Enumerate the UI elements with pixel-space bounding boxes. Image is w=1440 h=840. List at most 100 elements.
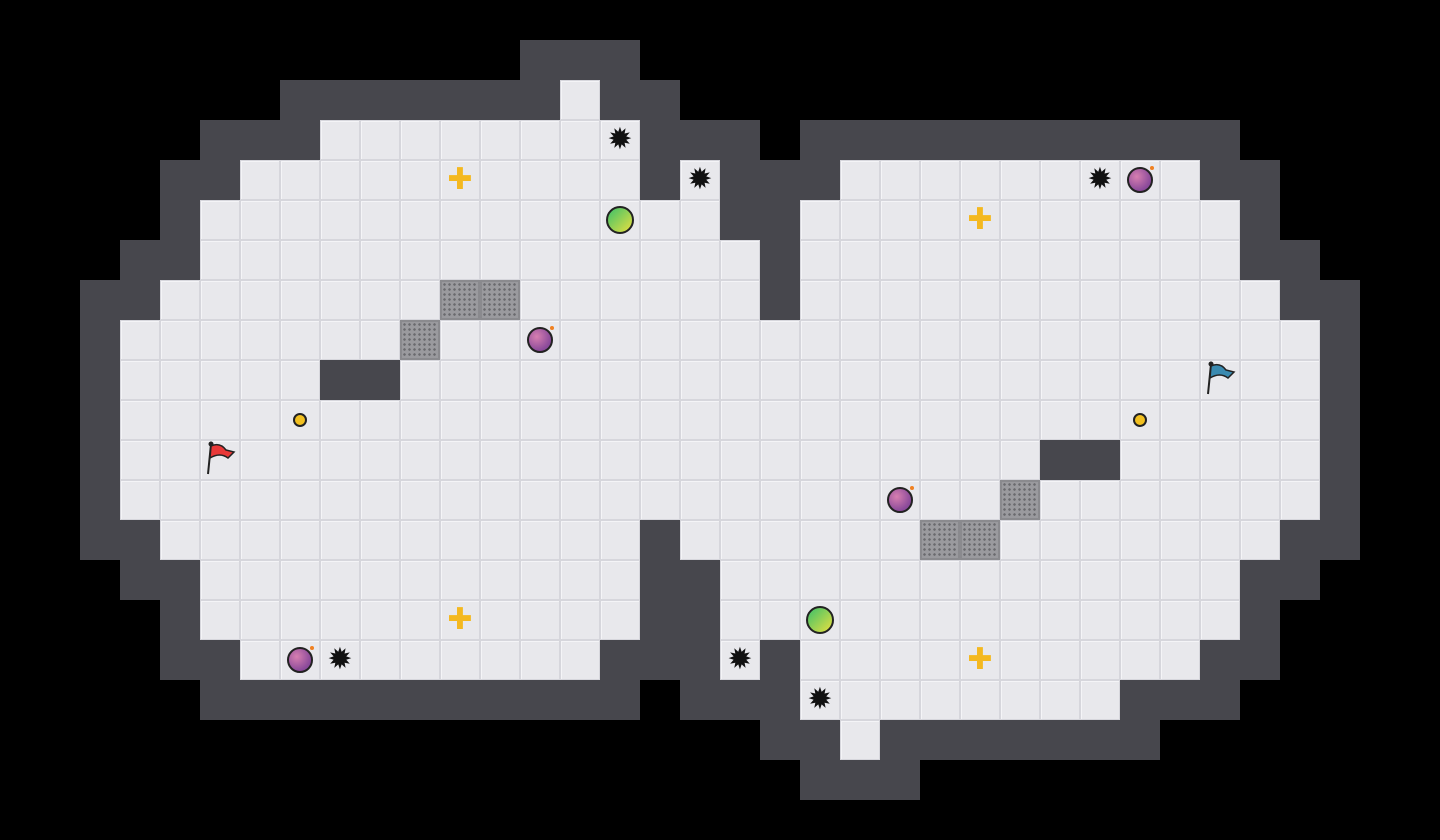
floor-tile [680, 320, 720, 360]
floor-tile [200, 600, 240, 640]
floor-tile [280, 240, 320, 280]
floor-tile [600, 600, 640, 640]
floor-tile [680, 520, 720, 560]
bomb-icon-graphic [287, 646, 314, 673]
floor-tile [1200, 440, 1240, 480]
floor-tile [1200, 200, 1240, 240]
floor-tile [920, 320, 960, 360]
floor-tile [680, 360, 720, 400]
floor-tile [760, 480, 800, 520]
wall-tile [880, 720, 920, 760]
floor-tile [640, 360, 680, 400]
floor-tile [720, 560, 760, 600]
wall-tile [960, 120, 1000, 160]
metal-grate-block [440, 280, 480, 320]
wall-tile [1280, 560, 1320, 600]
floor-tile [600, 440, 640, 480]
metal-grate-block [1000, 480, 1040, 520]
move-cross-icon[interactable]: ✚ [440, 160, 480, 200]
wall-tile [800, 160, 840, 200]
floor-tile [1200, 240, 1240, 280]
floor-tile [280, 160, 320, 200]
floor-tile [320, 640, 360, 680]
floor-tile [800, 560, 840, 600]
saw-gear-icon[interactable]: ✹ [800, 680, 840, 720]
floor-tile [840, 400, 880, 440]
floor-tile [560, 120, 600, 160]
wall-tile [240, 120, 280, 160]
bomb-icon[interactable] [1120, 160, 1160, 200]
wall-tile [560, 680, 600, 720]
floor-tile [1200, 280, 1240, 320]
coin-icon[interactable] [280, 400, 320, 440]
floor-tile [1160, 640, 1200, 680]
floor-tile [400, 280, 440, 320]
floor-tile [160, 320, 200, 360]
wall-tile [1280, 280, 1320, 320]
wall-tile [400, 80, 440, 120]
saw-gear-icon[interactable]: ✹ [1080, 160, 1120, 200]
bomb-icon[interactable] [880, 480, 920, 520]
wall-tile [80, 400, 120, 440]
bomb-icon-graphic [887, 486, 914, 513]
floor-tile [1160, 200, 1200, 240]
floor-tile [480, 360, 520, 400]
coin-icon-graphic [293, 413, 307, 427]
bomb-icon-graphic [1127, 166, 1154, 193]
floor-tile [160, 480, 200, 520]
floor-tile [680, 200, 720, 240]
bomb-icon[interactable] [520, 320, 560, 360]
floor-tile [800, 400, 840, 440]
saw-gear-icon[interactable]: ✹ [600, 120, 640, 160]
floor-tile [160, 360, 200, 400]
floor-tile [320, 240, 360, 280]
wall-tile [1240, 200, 1280, 240]
floor-tile [600, 240, 640, 280]
floor-tile [560, 160, 600, 200]
floor-tile [200, 240, 240, 280]
floor-tile [1000, 400, 1040, 440]
floor-tile [800, 520, 840, 560]
bomb-icon[interactable] [280, 640, 320, 680]
wall-tile [200, 640, 240, 680]
move-cross-icon[interactable]: ✚ [960, 640, 1000, 680]
wall-tile [600, 640, 640, 680]
floor-tile [600, 120, 640, 160]
floor-tile [760, 600, 800, 640]
floor-tile [360, 120, 400, 160]
floor-tile [560, 320, 600, 360]
coin-icon[interactable] [1120, 400, 1160, 440]
wall-tile [1080, 120, 1120, 160]
floor-tile [1280, 320, 1320, 360]
wall-tile [360, 80, 400, 120]
floor-tile [1160, 600, 1200, 640]
floor-tile [120, 440, 160, 480]
saw-gear-icon[interactable]: ✹ [720, 640, 760, 680]
floor-tile [400, 440, 440, 480]
green-ball-icon[interactable] [600, 200, 640, 240]
floor-tile [280, 560, 320, 600]
saw-gear-icon[interactable]: ✹ [320, 640, 360, 680]
floor-tile [1040, 640, 1080, 680]
floor-tile [1240, 520, 1280, 560]
floor-tile [280, 280, 320, 320]
wall-tile [360, 680, 400, 720]
floor-tile [160, 400, 200, 440]
move-cross-icon-graphic: ✚ [447, 162, 473, 197]
floor-tile [1080, 560, 1120, 600]
red-flag-icon[interactable] [200, 440, 240, 480]
floor-tile [1120, 600, 1160, 640]
floor-tile [880, 560, 920, 600]
floor-tile [560, 200, 600, 240]
saw-gear-icon[interactable]: ✹ [680, 160, 720, 200]
floor-tile [760, 520, 800, 560]
move-cross-icon[interactable]: ✚ [440, 600, 480, 640]
floor-tile [1040, 160, 1080, 200]
floor-tile [840, 520, 880, 560]
floor-tile [200, 480, 240, 520]
green-ball-icon[interactable] [800, 600, 840, 640]
blue-flag-icon[interactable] [1200, 360, 1240, 400]
move-cross-icon[interactable]: ✚ [960, 200, 1000, 240]
bomb-icon-graphic [527, 326, 554, 353]
floor-tile [800, 200, 840, 240]
